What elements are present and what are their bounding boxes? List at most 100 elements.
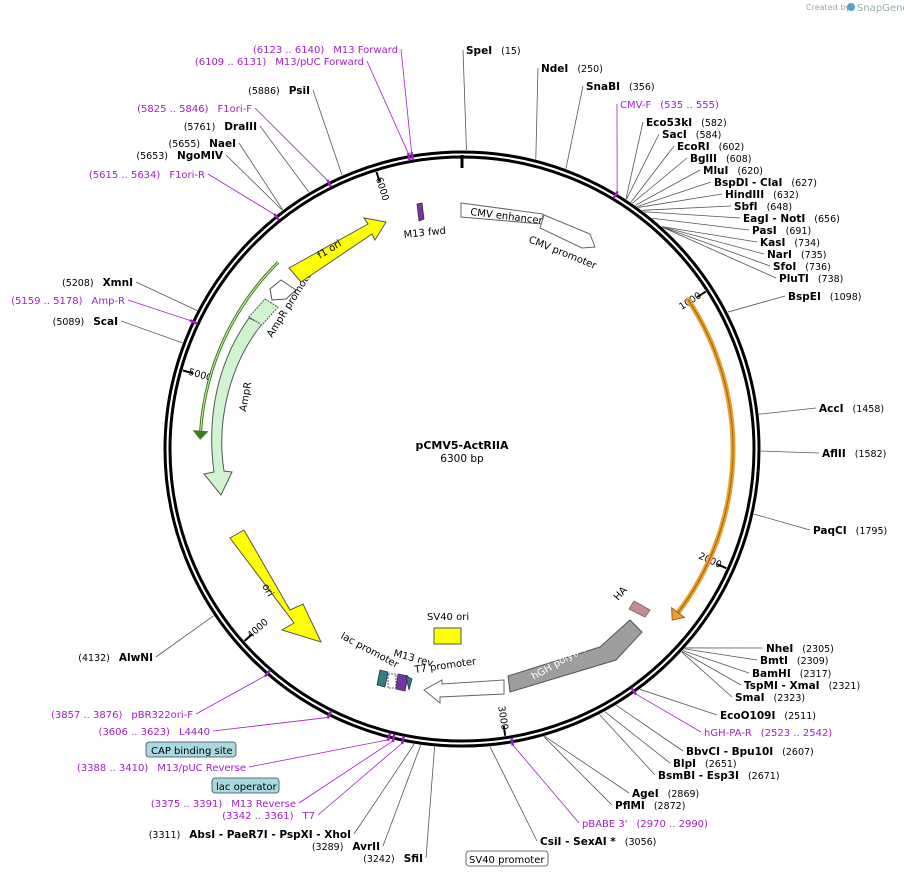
site-coord: (3311): [149, 830, 181, 841]
site-blpi[interactable]: BlpI(2651): [673, 758, 737, 770]
site-bspdi-clai[interactable]: BspDI - ClaI(627): [714, 177, 817, 189]
site-bbvci-bpu10i[interactable]: BbvCI - Bpu10I(2607): [686, 746, 814, 758]
site-ecori[interactable]: EcoRI(602): [677, 141, 744, 153]
site-acci[interactable]: AccI(1458): [819, 403, 884, 415]
site-smai[interactable]: SmaI(2323): [735, 692, 805, 704]
primer-hgh-pa-r[interactable]: hGH-PA-R(2523 .. 2542): [704, 728, 832, 739]
feature-sv40-ori[interactable]: SV40 ori: [427, 612, 469, 645]
site-bspei[interactable]: BspEI(1098): [788, 291, 861, 303]
feature-cmv-enhancer[interactable]: CMV enhancer: [460, 202, 544, 227]
feature-ha[interactable]: HA: [612, 585, 651, 618]
site-coord: (2317): [800, 669, 832, 680]
primer-pbr322ori-f[interactable]: pBR322ori-F(3857 .. 3876): [51, 710, 193, 721]
primer-leader: [248, 739, 389, 768]
site-xmni[interactable]: XmnI(5208): [62, 277, 133, 289]
site-name: PluTI: [779, 273, 809, 285]
site-spei[interactable]: SpeI(15): [466, 45, 521, 57]
site-hindiii[interactable]: HindIII(632): [725, 189, 799, 201]
site-ngomiv[interactable]: NgoMIV(5653): [136, 150, 223, 162]
site-aflii[interactable]: AflII(1582): [822, 448, 886, 460]
site-naei[interactable]: NaeI(5655): [169, 138, 237, 150]
feature-hgh-polya-signal[interactable]: hGH poly(A) signal: [507, 619, 643, 693]
primer-m13-reverse[interactable]: M13 Reverse(3375 .. 3391): [151, 799, 296, 810]
site-sbfi[interactable]: SbfI(648): [734, 201, 792, 213]
feature-lac-promoter[interactable]: [376, 669, 413, 692]
site-nhei[interactable]: NheI(2305): [766, 643, 834, 655]
primer-name: hGH-PA-R: [704, 728, 752, 739]
site-kasi[interactable]: KasI(734): [760, 237, 820, 249]
site-leader: [312, 89, 343, 176]
primer-f1ori-r[interactable]: F1ori-R(5615 .. 5634): [89, 170, 205, 181]
primer-m13-puc-reverse[interactable]: M13/pUC Reverse(3388 .. 3410): [77, 763, 246, 774]
feature-m13-fwd[interactable]: M13 fwd: [403, 202, 446, 241]
feature-sv40-promoter[interactable]: [423, 679, 505, 705]
primer-coords: (3606 .. 3623): [99, 727, 171, 738]
feature-f1-ori[interactable]: f1 ori: [288, 217, 387, 283]
primer-name: pBR322ori-F: [131, 710, 193, 721]
primer-l4440[interactable]: L4440(3606 .. 3623): [99, 727, 210, 738]
site-leader: [604, 711, 671, 764]
site-absi-paer7i-pspxi-xhoi[interactable]: AbsI - PaeR7I - PspXI - XhoI(3311): [149, 829, 351, 841]
site-bglii[interactable]: BglII(608): [690, 153, 751, 165]
site-draiii[interactable]: DraIII(5761): [184, 121, 257, 133]
site-paqci[interactable]: PaqCI(1795): [813, 525, 887, 537]
sv40-promoter-label[interactable]: SV40 promoter: [465, 850, 549, 867]
site-coord: (250): [577, 64, 603, 75]
site-name: TspMI - XmaI: [744, 680, 820, 692]
site-sfii[interactable]: SfiI(3242): [363, 853, 423, 865]
primer-coords: (535 .. 555): [660, 100, 719, 111]
site-sfoi[interactable]: SfoI(736): [773, 261, 831, 273]
site-bsmbi-esp3i[interactable]: BsmBI - Esp3I(2671): [658, 770, 780, 782]
svg-text:AmpR: AmpR: [238, 381, 254, 412]
site-eco53ki[interactable]: Eco53kI(582): [646, 117, 727, 129]
primer-amp-r[interactable]: Amp-R(5159 .. 5178): [11, 296, 125, 307]
site-pflmi[interactable]: PflMI(2872): [615, 800, 685, 812]
site-alwni[interactable]: AlwNI(4132): [78, 652, 153, 664]
site-coord: (1458): [852, 404, 884, 415]
primer-coords: (5159 .. 5178): [11, 296, 83, 307]
cap-binding-site-label[interactable]: CAP binding site: [145, 741, 237, 758]
site-csii-sexai[interactable]: CsiI - SexAI *(3056): [540, 836, 656, 848]
site-mlui[interactable]: MluI(620): [703, 165, 763, 177]
credit-prefix: Created by: [806, 3, 850, 12]
primer-leader: [212, 717, 329, 732]
site-agei[interactable]: AgeI(2869): [632, 788, 699, 800]
site-leader: [684, 648, 758, 661]
site-leader: [135, 281, 198, 311]
site-pasi[interactable]: PasI(691): [752, 225, 811, 237]
site-ecoo109i[interactable]: EcoO109I(2511): [720, 710, 816, 722]
site-coord: (1098): [830, 292, 862, 303]
primer-name: CMV-F: [620, 100, 651, 111]
site-bamhi[interactable]: BamHI(2317): [752, 668, 831, 680]
feature-ori[interactable]: ori: [229, 529, 322, 643]
primer-m13-forward[interactable]: M13 Forward(6123 .. 6140): [253, 45, 398, 56]
primer-m13-puc-forward[interactable]: M13/pUC Forward(6109 .. 6131): [195, 57, 364, 68]
site-leader: [638, 193, 723, 208]
primer-pbabe-3[interactable]: pBABE 3'(2970 .. 2990): [582, 819, 708, 830]
site-leader: [661, 226, 765, 255]
cds-arc-core: [676, 299, 734, 615]
primer-leader: [254, 107, 329, 181]
feature-ampr[interactable]: AmpR: [203, 317, 263, 496]
site-tspmi-xmai[interactable]: TspMI - XmaI(2321): [744, 680, 860, 692]
site-saci[interactable]: SacI(584): [662, 129, 721, 141]
primer-mark: [400, 735, 405, 745]
primer-cmv-f[interactable]: CMV-F (535 .. 555): [620, 100, 719, 111]
site-bmti[interactable]: BmtI(2309): [760, 655, 828, 667]
site-eagi-noti[interactable]: EagI - NotI(656): [743, 213, 840, 225]
site-psii[interactable]: PsiI(5886): [248, 85, 310, 97]
site-nari[interactable]: NarI(735): [767, 249, 827, 261]
site-name: SbfI: [734, 201, 758, 213]
site-pluti[interactable]: PluTI(738): [779, 273, 843, 285]
primer-name: M13/pUC Reverse: [157, 763, 246, 774]
site-name: NgoMIV: [177, 150, 224, 162]
primer-f1ori-f[interactable]: F1ori-F(5825 .. 5846): [137, 104, 252, 115]
site-avrii[interactable]: AvrII(3289): [312, 841, 380, 853]
site-ndei[interactable]: NdeI(250): [541, 63, 603, 75]
site-coord: (736): [805, 262, 831, 273]
lac-operator-label[interactable]: lac operator: [211, 777, 280, 794]
site-snabi[interactable]: SnaBI(356): [586, 81, 655, 93]
site-scai[interactable]: ScaI(5089): [53, 316, 118, 328]
primer-mark: [326, 710, 333, 719]
primer-t7[interactable]: T7(3342 .. 3361): [222, 811, 315, 822]
